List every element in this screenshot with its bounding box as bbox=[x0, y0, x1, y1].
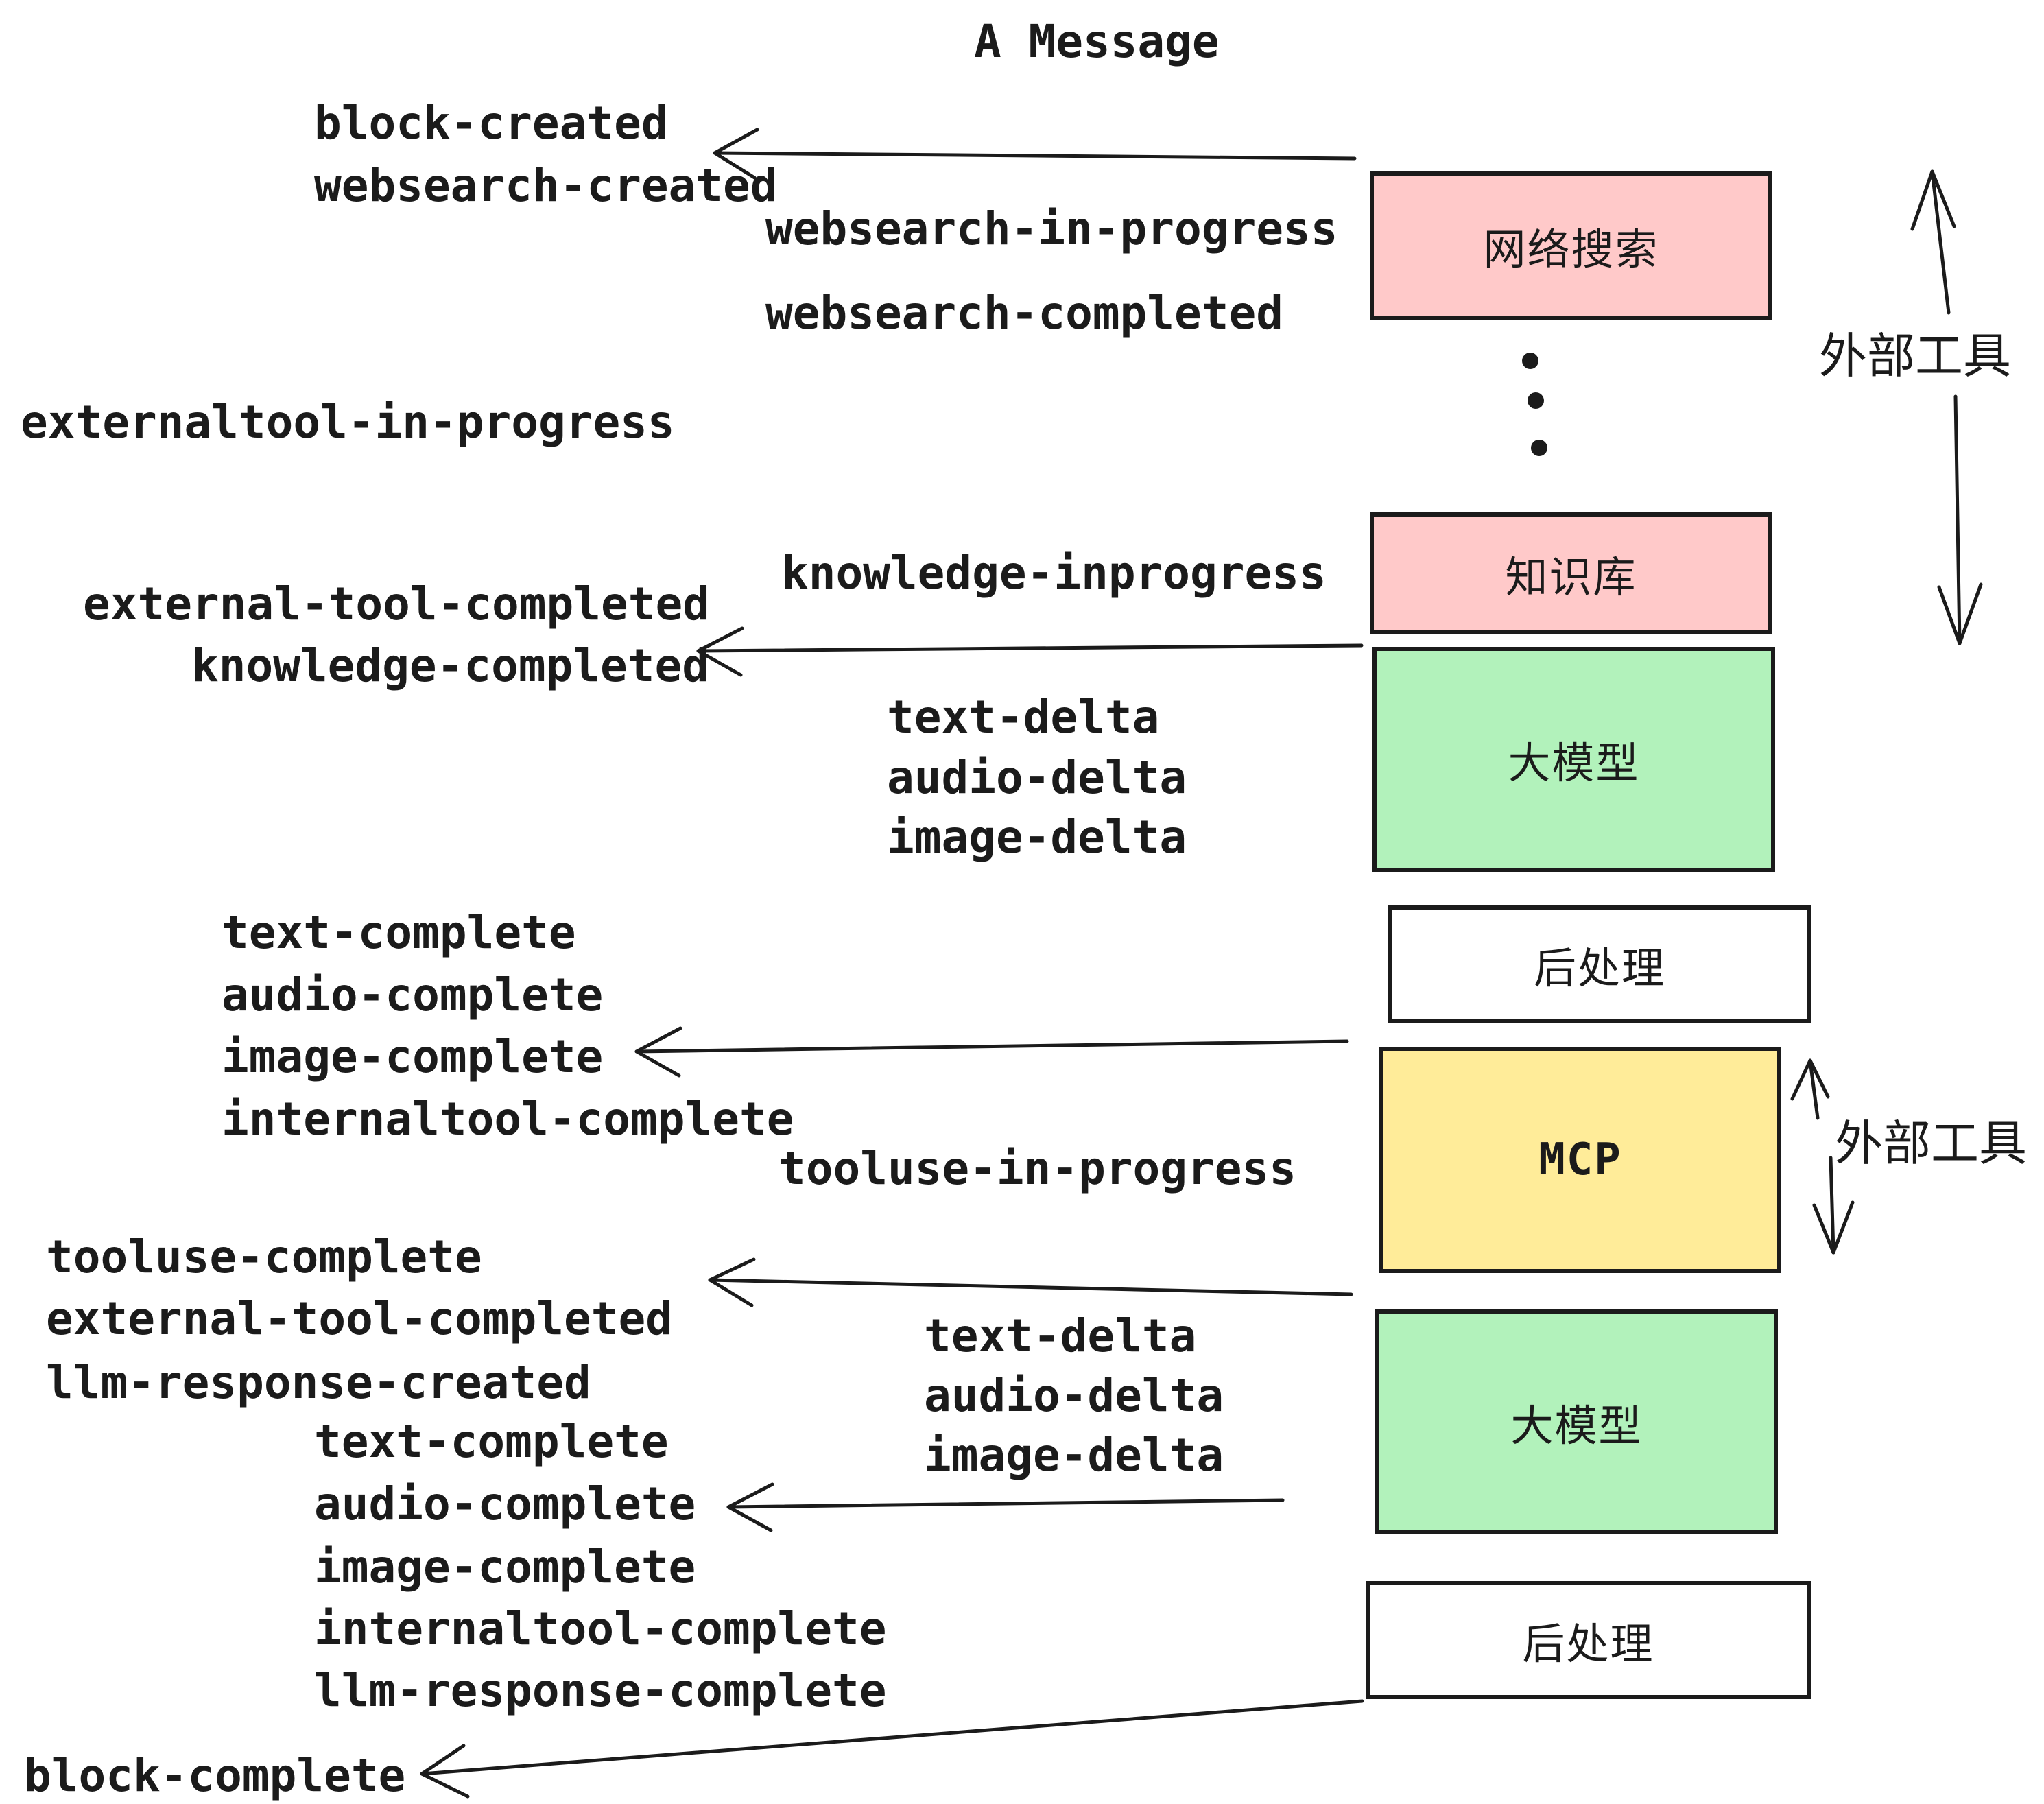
event-external-tool-completed: external-tool-completed bbox=[83, 578, 710, 630]
event-text-complete-1: text-complete bbox=[222, 906, 576, 959]
event-knowledge-inprogress: knowledge-inprogress bbox=[781, 547, 1327, 600]
event-llm-response-complete: llm-response-complete bbox=[314, 1664, 887, 1717]
event-text-delta-1: text-delta bbox=[887, 691, 1160, 744]
event-tooluse-complete: tooluse-complete bbox=[46, 1231, 482, 1283]
event-audio-delta-1: audio-delta bbox=[887, 751, 1187, 804]
event-image-delta-2: image-delta bbox=[924, 1429, 1224, 1482]
arrow-mcp-to-tooluse-complete bbox=[708, 1257, 1353, 1307]
event-websearch-created: websearch-created bbox=[314, 159, 778, 212]
external-tools-bottom-down-arrow bbox=[1812, 1156, 1855, 1255]
event-internaltool-complete-1: internaltool-complete bbox=[222, 1093, 794, 1146]
llm-box-1-label: 大模型 bbox=[1508, 740, 1640, 787]
llm-box-1: 大模型 bbox=[1372, 647, 1775, 872]
event-text-complete-2: text-complete bbox=[314, 1415, 669, 1468]
arrow-websearch-to-block-created bbox=[713, 128, 1357, 180]
websearch-box: 网络搜索 bbox=[1370, 171, 1772, 320]
event-audio-complete-2: audio-complete bbox=[314, 1477, 696, 1530]
mcp-box-label: MCP bbox=[1538, 1135, 1622, 1185]
websearch-box-label: 网络搜索 bbox=[1483, 226, 1659, 274]
arrow-knowledge-completed bbox=[696, 626, 1364, 677]
external-tools-label-bottom: 外部工具 bbox=[1835, 1117, 2027, 1170]
llm-box-2-label: 大模型 bbox=[1510, 1402, 1643, 1450]
external-tools-top-down-arrow bbox=[1937, 394, 1983, 645]
event-externaltool-in-progress: externaltool-in-progress bbox=[21, 396, 675, 449]
postprocess-box-1: 后处理 bbox=[1388, 905, 1811, 1023]
knowledge-box-label: 知识库 bbox=[1505, 554, 1637, 602]
event-image-complete-2: image-complete bbox=[314, 1541, 696, 1593]
external-tools-label-top: 外部工具 bbox=[1819, 329, 2011, 383]
arrow-post1-to-image-complete bbox=[634, 1026, 1349, 1078]
event-websearch-in-progress: websearch-in-progress bbox=[765, 202, 1338, 255]
external-tools-top-up-arrow bbox=[1910, 169, 1956, 315]
knowledge-box: 知识库 bbox=[1370, 512, 1772, 634]
vertical-ellipsis-dots bbox=[1522, 353, 1547, 456]
event-audio-complete-1: audio-complete bbox=[222, 969, 604, 1021]
event-internaltool-complete-2: internaltool-complete bbox=[314, 1602, 887, 1655]
event-tooluse-in-progress: tooluse-in-progress bbox=[779, 1142, 1296, 1195]
event-audio-delta-2: audio-delta bbox=[924, 1369, 1224, 1422]
event-websearch-completed: websearch-completed bbox=[765, 287, 1283, 340]
event-image-complete-1: image-complete bbox=[222, 1030, 604, 1083]
event-knowledge-completed: knowledge-completed bbox=[191, 639, 709, 692]
mcp-box: MCP bbox=[1379, 1047, 1781, 1273]
llm-box-2: 大模型 bbox=[1375, 1309, 1778, 1534]
postprocess-box-2: 后处理 bbox=[1366, 1581, 1811, 1699]
event-text-delta-2: text-delta bbox=[924, 1309, 1197, 1362]
postprocess-box-2-label: 后处理 bbox=[1522, 1621, 1654, 1668]
event-llm-response-created: llm-response-created bbox=[46, 1356, 591, 1409]
postprocess-box-1-label: 后处理 bbox=[1533, 945, 1665, 993]
event-block-complete: block-complete bbox=[24, 1749, 406, 1802]
diagram-title: A Message bbox=[974, 15, 1220, 68]
event-image-delta-1: image-delta bbox=[887, 811, 1187, 864]
event-external-tool-completed-2: external-tool-completed bbox=[46, 1292, 673, 1345]
event-block-created: block-created bbox=[314, 97, 669, 150]
arrow-llm2-to-audio-complete bbox=[726, 1482, 1285, 1532]
external-tools-bottom-up-arrow bbox=[1790, 1058, 1830, 1120]
